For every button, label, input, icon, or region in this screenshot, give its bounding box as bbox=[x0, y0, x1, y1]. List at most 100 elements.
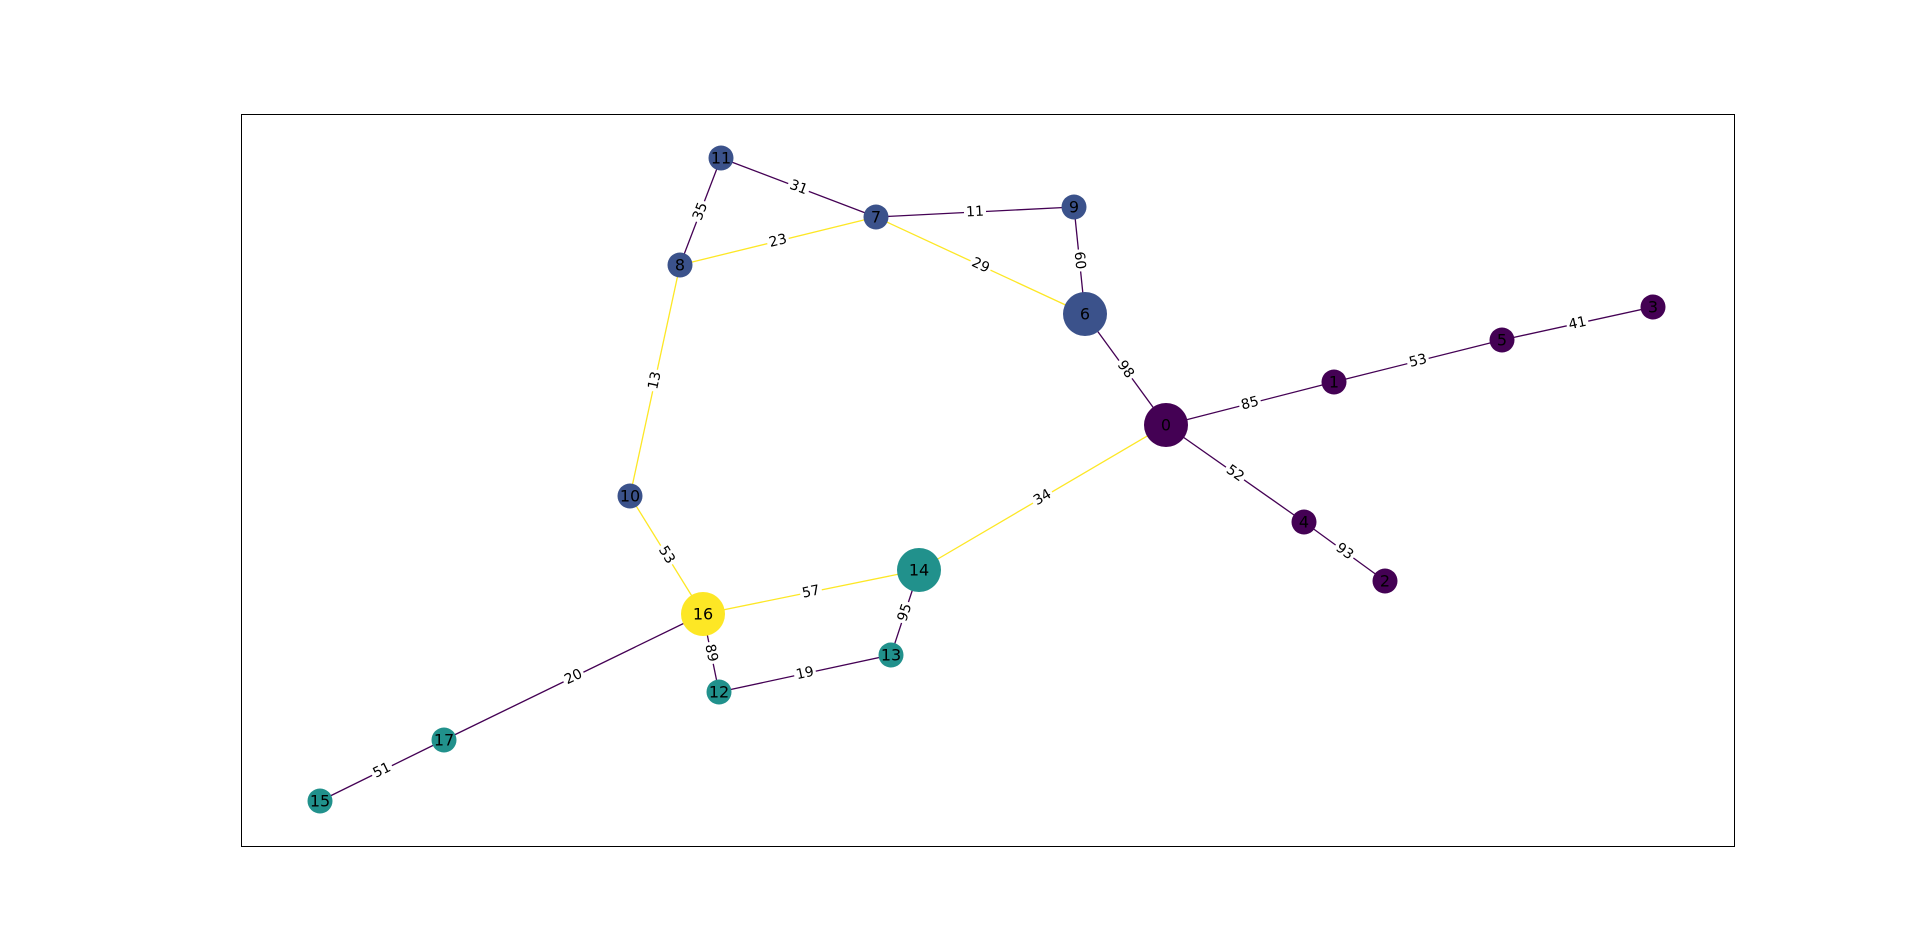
edge-label-background bbox=[559, 664, 588, 690]
edge-label-background bbox=[893, 599, 917, 626]
edge-weight-label: 41 bbox=[1567, 314, 1588, 333]
edge-weight-label: 29 bbox=[969, 254, 992, 276]
node-circle bbox=[708, 145, 734, 171]
node-label: 16 bbox=[693, 605, 713, 624]
node-6: 6 bbox=[1063, 292, 1107, 336]
node-label: 17 bbox=[434, 731, 454, 750]
node-label: 7 bbox=[871, 208, 881, 227]
edge-weight-label: 57 bbox=[801, 582, 822, 601]
edge-weight-label: 93 bbox=[1333, 540, 1357, 563]
edge-label-4-2: 93 bbox=[1330, 537, 1359, 566]
edge-label-background bbox=[1220, 459, 1250, 488]
node-circle bbox=[706, 679, 732, 705]
edge-weight-label: 23 bbox=[767, 231, 788, 251]
edge-label-11-7: 31 bbox=[785, 175, 812, 200]
node-label: 12 bbox=[709, 683, 729, 702]
edge-weight-label: 95 bbox=[895, 602, 916, 624]
edge-label-16-14: 57 bbox=[798, 580, 824, 604]
edge-label-16-17: 20 bbox=[559, 664, 588, 690]
node-4: 4 bbox=[1291, 509, 1317, 535]
node-label: 13 bbox=[881, 646, 901, 665]
edge-weight-label: 52 bbox=[1223, 462, 1247, 485]
node-circle bbox=[1640, 294, 1666, 320]
edge-label-background bbox=[688, 198, 713, 225]
node-circle bbox=[617, 483, 643, 509]
edge-weight-label: 98 bbox=[1114, 358, 1137, 382]
node-circle bbox=[1291, 509, 1317, 535]
plot-frame bbox=[241, 114, 1735, 847]
node-circle bbox=[897, 548, 941, 592]
node-9: 9 bbox=[1061, 194, 1087, 220]
node-7: 7 bbox=[863, 204, 889, 230]
edge-label-9-6: 60 bbox=[1069, 248, 1090, 273]
node-11: 11 bbox=[708, 145, 734, 171]
node-label: 15 bbox=[310, 792, 330, 811]
node-8: 8 bbox=[667, 252, 693, 278]
node-circle bbox=[667, 252, 693, 278]
node-circle bbox=[431, 727, 457, 753]
node-circle bbox=[681, 592, 725, 636]
edge-label-background bbox=[643, 367, 667, 394]
edge-label-background bbox=[1069, 248, 1090, 273]
node-10: 10 bbox=[617, 483, 643, 509]
edge-weight-label: 13 bbox=[645, 370, 664, 391]
node-circle bbox=[1063, 292, 1107, 336]
node-label: 4 bbox=[1299, 513, 1309, 532]
edge-weight-label: 31 bbox=[787, 177, 809, 198]
node-5: 5 bbox=[1489, 327, 1515, 353]
edge-weight-label: 60 bbox=[1071, 251, 1089, 270]
edge-weight-label: 89 bbox=[701, 643, 720, 664]
edge-label-14-13: 95 bbox=[893, 599, 917, 626]
node-label: 5 bbox=[1497, 331, 1507, 350]
edge-weight-label: 51 bbox=[370, 759, 393, 781]
node-3: 3 bbox=[1640, 294, 1666, 320]
edge-weight-label: 35 bbox=[690, 200, 711, 222]
node-circle bbox=[863, 204, 889, 230]
edge-label-1-5: 53 bbox=[1405, 349, 1431, 373]
edge-label-16-12: 89 bbox=[699, 640, 723, 666]
edge-label-background bbox=[699, 640, 723, 666]
edge-label-0-14: 34 bbox=[1028, 484, 1057, 511]
edge-weight-label: 19 bbox=[795, 664, 816, 683]
node-16: 16 bbox=[681, 592, 725, 636]
node-label: 6 bbox=[1080, 305, 1090, 324]
node-circle bbox=[1144, 403, 1188, 447]
node-circle bbox=[878, 642, 904, 668]
edge-label-background bbox=[1028, 484, 1057, 511]
node-label: 11 bbox=[711, 149, 731, 168]
edge-label-background bbox=[798, 580, 824, 604]
node-circle bbox=[1321, 369, 1347, 395]
edge-label-background bbox=[792, 662, 818, 685]
edge-label-background bbox=[963, 202, 987, 222]
edge-label-background bbox=[765, 229, 791, 253]
edge-label-background bbox=[1330, 537, 1359, 566]
node-13: 13 bbox=[878, 642, 904, 668]
node-label: 8 bbox=[675, 256, 685, 275]
edge-weight-label: 11 bbox=[966, 204, 985, 221]
node-circle bbox=[1489, 327, 1515, 353]
edge-label-background bbox=[785, 175, 812, 200]
edge-label-10-16: 53 bbox=[653, 540, 680, 570]
edge-label-8-10: 13 bbox=[643, 367, 667, 394]
node-0: 0 bbox=[1144, 403, 1188, 447]
edge-label-7-6: 29 bbox=[966, 252, 995, 279]
node-circle bbox=[1061, 194, 1087, 220]
edge-weight-label: 20 bbox=[562, 666, 585, 688]
edge-label-6-0: 98 bbox=[1111, 355, 1140, 384]
edge-label-0-4: 52 bbox=[1220, 459, 1250, 488]
edge-label-11-8: 35 bbox=[688, 198, 713, 225]
node-label: 0 bbox=[1161, 416, 1171, 435]
edge-label-17-15: 51 bbox=[368, 757, 396, 784]
edge-label-7-9: 11 bbox=[963, 202, 987, 222]
edge-label-background bbox=[368, 757, 396, 784]
edge-weight-label: 53 bbox=[1407, 351, 1428, 371]
edge-label-background bbox=[1405, 349, 1431, 373]
edge-label-5-3: 41 bbox=[1564, 312, 1591, 335]
node-12: 12 bbox=[706, 679, 732, 705]
edge-weight-label: 85 bbox=[1239, 394, 1260, 414]
node-circle bbox=[307, 788, 333, 814]
edge-weight-label: 53 bbox=[655, 543, 678, 567]
node-label: 9 bbox=[1069, 198, 1079, 217]
